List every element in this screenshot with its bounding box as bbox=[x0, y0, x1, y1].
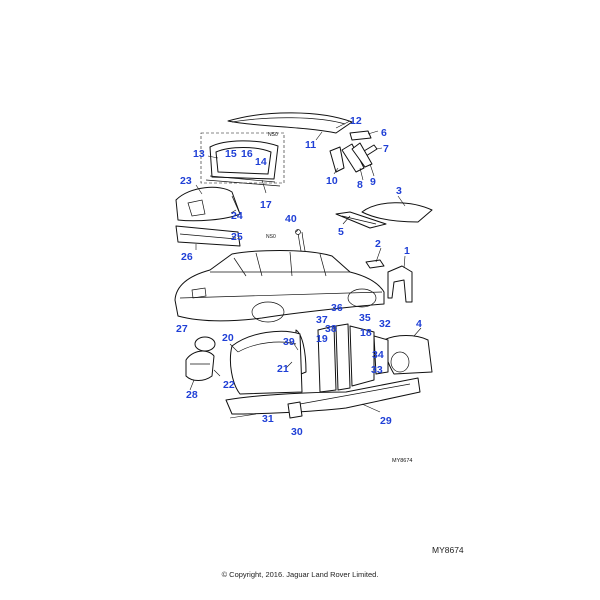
part-label-4: 4 bbox=[416, 318, 422, 330]
sill-panel bbox=[225, 377, 421, 419]
part-label-31: 31 bbox=[262, 413, 274, 425]
bonnet-panel bbox=[361, 202, 433, 223]
part-label-6: 6 bbox=[381, 127, 387, 139]
part-label-37: 37 bbox=[316, 314, 328, 326]
part-label-22: 22 bbox=[223, 379, 235, 391]
part-label-33: 33 bbox=[371, 364, 383, 376]
part-label-21: 21 bbox=[277, 363, 289, 375]
part-label-20: 20 bbox=[222, 332, 234, 344]
part-label-17: 17 bbox=[260, 199, 272, 211]
roof-panel bbox=[227, 112, 353, 134]
front-wing bbox=[383, 335, 433, 375]
part-labels: 1 2 3 4 5 6 7 8 9 10 11 12 13 14 15 16 1… bbox=[176, 115, 422, 438]
part-label-25: 25 bbox=[231, 231, 243, 243]
part-label-19: 19 bbox=[316, 333, 328, 345]
part-label-13: 13 bbox=[193, 148, 205, 160]
part-label-40: 40 bbox=[285, 213, 297, 225]
part-label-24: 24 bbox=[231, 210, 243, 222]
part-label-18: 18 bbox=[360, 327, 372, 339]
part-label-27: 27 bbox=[176, 323, 188, 335]
rear-wing bbox=[229, 330, 303, 395]
part-label-36: 36 bbox=[331, 302, 343, 314]
rear-window-assembly bbox=[200, 132, 285, 187]
front-lower-panel bbox=[335, 211, 387, 229]
rear-valance bbox=[175, 225, 241, 247]
part-label-34: 34 bbox=[372, 349, 384, 361]
part-label-32: 32 bbox=[379, 318, 391, 330]
part-label-9: 9 bbox=[370, 176, 376, 188]
boot-lid bbox=[175, 186, 241, 222]
leader-lines bbox=[189, 120, 422, 419]
part-label-29: 29 bbox=[380, 415, 392, 427]
front-bracket bbox=[365, 259, 413, 303]
part-label-10: 10 bbox=[326, 175, 338, 187]
part-label-15: 15 bbox=[225, 148, 237, 160]
small-reference-code: MY8674 bbox=[392, 458, 413, 464]
part-label-2: 2 bbox=[375, 238, 381, 250]
part-label-38: 38 bbox=[325, 323, 337, 335]
callout-code-body: NS0 bbox=[266, 234, 276, 240]
part-label-35: 35 bbox=[359, 312, 371, 324]
part-label-12: 12 bbox=[350, 115, 362, 127]
part-label-26: 26 bbox=[181, 251, 193, 263]
car-body-shell bbox=[174, 250, 385, 323]
part-label-5: 5 bbox=[338, 226, 344, 238]
part-label-23: 23 bbox=[180, 175, 192, 187]
copyright-notice: © Copyright, 2016. Jaguar Land Rover Lim… bbox=[221, 570, 379, 579]
roof-small-parts bbox=[329, 130, 378, 173]
callout-code-roof: NS0 bbox=[268, 132, 278, 138]
part-label-28: 28 bbox=[186, 389, 198, 401]
fuel-filler bbox=[185, 336, 216, 381]
part-label-3: 3 bbox=[396, 185, 402, 197]
part-label-11: 11 bbox=[305, 139, 316, 151]
part-label-7: 7 bbox=[383, 143, 389, 155]
part-label-16: 16 bbox=[241, 148, 253, 160]
part-label-14: 14 bbox=[255, 156, 267, 168]
part-label-1: 1 bbox=[404, 245, 410, 257]
part-label-39: 39 bbox=[283, 336, 295, 348]
part-label-30: 30 bbox=[291, 426, 303, 438]
diagram-reference: MY8674 bbox=[432, 545, 464, 555]
part-label-8: 8 bbox=[357, 179, 363, 191]
